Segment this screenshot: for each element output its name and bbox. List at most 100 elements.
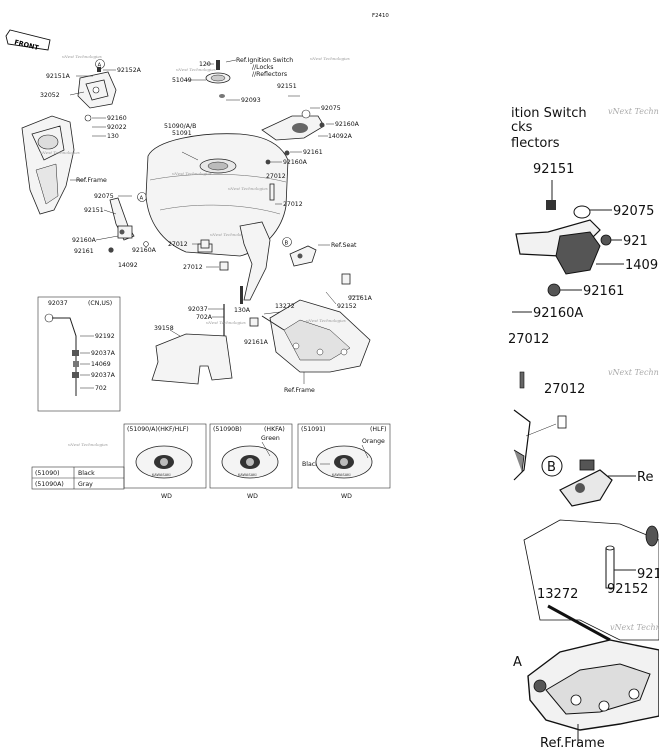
variant-3-note: Orange	[362, 438, 385, 445]
seat-lock-bracket	[289, 245, 317, 267]
watermark: vNext Technologies	[310, 56, 350, 61]
bracket-32052	[77, 71, 117, 109]
label-92161a-right: 92161A	[348, 295, 373, 302]
variant-3-region: (HLF)	[370, 426, 387, 433]
variant-box-2: (51090B) (HKFA) Green KAWASAKI WD	[209, 423, 293, 500]
watermark: vNext Technologies	[206, 320, 246, 325]
diagram-id: F2410	[372, 13, 389, 19]
ref-locks-right: cks	[511, 120, 533, 135]
zoom-label-92152: 92152	[607, 582, 648, 597]
zoom-watermark: vNext Techn	[610, 623, 659, 632]
label-51090: 51090/A/B	[164, 123, 196, 130]
color-name-1: Gray	[78, 481, 93, 488]
watermark: vNext Technologies	[68, 442, 108, 447]
ref-seat: Ref.Seat	[331, 242, 357, 249]
ref-right: Re	[637, 470, 653, 485]
zoom-callout-b: B	[547, 460, 556, 475]
ref-frame-zoom: Ref.Frame	[540, 736, 605, 747]
zoom-watermark: vNext Techn	[608, 368, 659, 377]
variant-1-title: (51090/A)(HKF/HLF)	[127, 426, 189, 433]
inset-part: 92037	[48, 300, 68, 307]
variant-2-region: (HKFA)	[264, 426, 285, 433]
zoom-label-92161: 92161	[583, 284, 624, 299]
zoom-label-1409: 1409	[625, 258, 658, 273]
label-92161-left: 92161	[74, 248, 94, 255]
label-92160a-left2: 92160A	[132, 247, 157, 254]
label-92160: 92160	[107, 115, 127, 122]
inset-item-3: 92037A	[91, 372, 116, 379]
watermark: vNext Technologies	[172, 171, 212, 176]
label-702a: 702A	[196, 314, 213, 321]
ref-reflectors-right: flectors	[511, 136, 560, 151]
ref-reflectors-left: //Reflectors	[252, 71, 287, 78]
color-code-0: (51090)	[35, 470, 60, 477]
label-92037-mid: 92037	[188, 306, 208, 313]
inset-item-4: 702	[95, 385, 107, 392]
label-92151-left: 92151	[84, 207, 104, 214]
variant-3-emblem: KAWASAKI	[332, 473, 351, 477]
bracket-14092	[109, 197, 135, 241]
bracket-14092a	[261, 109, 325, 156]
watermark: vNext Technologies	[306, 318, 346, 323]
label-92160a-left: 92160A	[72, 237, 97, 244]
zoom-label-921a: 921	[623, 234, 648, 249]
label-92161-top: 92161	[303, 149, 323, 156]
zoom-label-a: A	[513, 655, 522, 670]
label-92093: 92093	[241, 97, 261, 104]
label-92161a-bottom: 92161A	[244, 339, 269, 346]
color-table: (51090) Black (51090A) Gray	[31, 466, 125, 490]
label-92151-top: 92151	[277, 83, 297, 90]
callout-a-top: A	[98, 63, 102, 69]
watermark: vNext Technologies	[176, 67, 216, 72]
label-130a: 130A	[234, 307, 251, 314]
variant-box-3: (51091) (HLF) Orange Black KAWASAKI WD	[297, 423, 391, 500]
label-92075-top: 92075	[321, 105, 341, 112]
frame-bracket	[239, 221, 371, 373]
label-32052: 32052	[40, 92, 60, 99]
label-92022: 92022	[107, 124, 127, 131]
ref-ignition-left: Ref.Ignition Switch	[236, 57, 293, 64]
color-code-1: (51090A)	[35, 481, 64, 488]
mat-39158	[151, 333, 233, 385]
label-92152-right: 92152	[337, 303, 357, 310]
ref-ignition-right: ition Switch	[511, 106, 587, 121]
label-39158: 39158	[154, 325, 174, 332]
label-92160a-top: 92160A	[335, 121, 360, 128]
inset-item-1: 92037A	[91, 350, 116, 357]
variant-2-title: (51090B)	[213, 426, 242, 433]
zoom-label-921b: 921	[637, 567, 659, 582]
zoom-label-13272: 13272	[537, 587, 578, 602]
variant-3-title: (51091)	[301, 426, 326, 433]
callout-b: B	[285, 241, 289, 247]
variant-3-foot: WD	[341, 493, 352, 500]
variant-2-foot: WD	[247, 493, 258, 500]
variant-3-note2: Black	[302, 461, 319, 468]
variant-1-emblem: KAWASAKI	[152, 473, 171, 477]
zoom-panel: ition Switch vNext Techn cks flectors 92…	[508, 106, 659, 747]
zoom-label-92160a: 92160A	[533, 306, 583, 321]
label-51049: 51049	[172, 77, 192, 84]
zoom-label-92075: 92075	[613, 204, 654, 219]
inset-item-0: 92192	[95, 333, 115, 340]
zoom-watermark: vNext Techn	[608, 107, 659, 116]
label-14092: 14092	[118, 262, 138, 269]
ref-locks-left: //Locks	[252, 64, 274, 71]
watermark: vNext Technologies	[40, 150, 80, 155]
label-92160a-mid: 92160A	[283, 159, 308, 166]
label-27012-d: 27012	[183, 264, 203, 271]
variant-1-foot: WD	[161, 493, 172, 500]
label-14092a: 14092A	[328, 133, 353, 140]
fuel-tank-bracket-left	[21, 115, 75, 215]
fuel-cap-51049	[205, 60, 231, 98]
label-27012-c: 27012	[168, 241, 188, 248]
watermark: vNext Technologies	[62, 54, 102, 59]
front-arrow: FRONT	[5, 29, 51, 52]
label-27012-a: 27012	[266, 173, 286, 180]
label-51091: 51091	[172, 130, 192, 137]
variant-2-note: Green	[261, 435, 280, 442]
label-92075-left: 92075	[94, 193, 114, 200]
zoom-label-27012b: 27012	[544, 382, 585, 397]
callout-a-mid: A	[140, 196, 144, 202]
ref-frame-left: Ref.Frame	[76, 177, 107, 184]
